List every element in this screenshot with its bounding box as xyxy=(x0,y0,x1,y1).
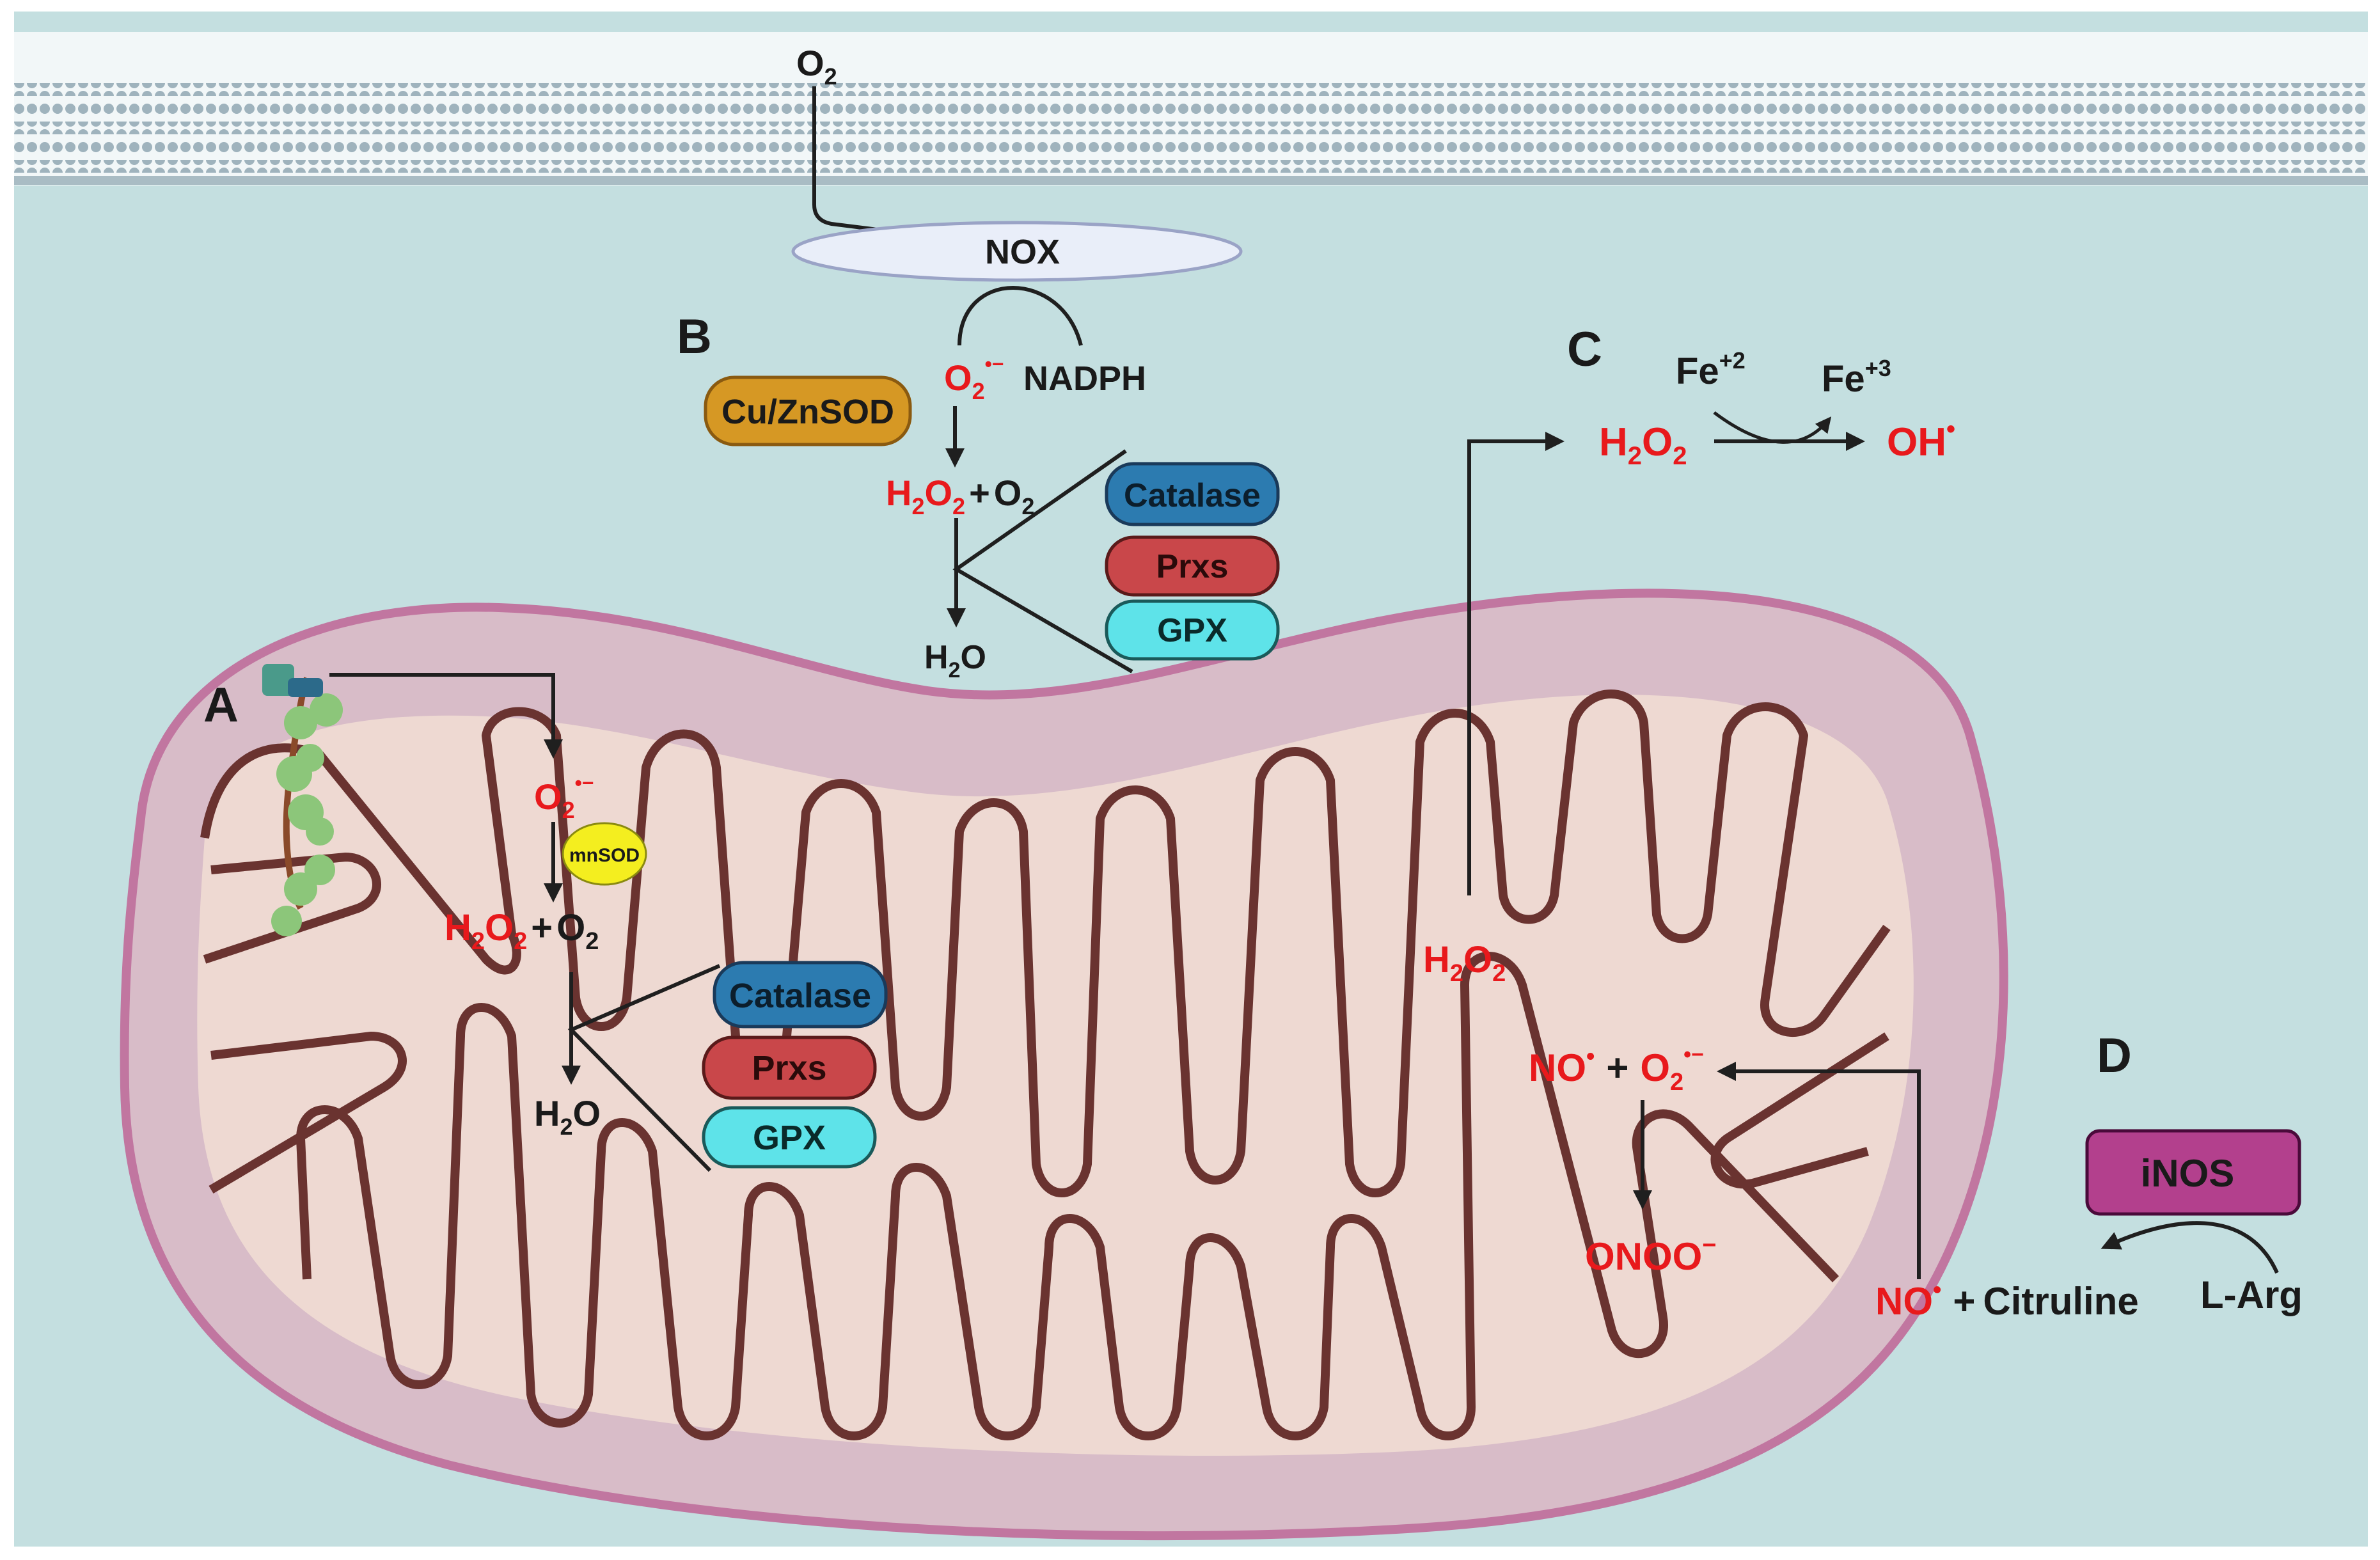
mitochondrion-cristae xyxy=(200,689,1891,1440)
c-fe3: Fe+3 xyxy=(1822,355,1891,400)
a-etc-to-superoxide-arrow xyxy=(329,673,563,759)
d-no-citruline: NO•+Citruline xyxy=(1875,1277,2139,1323)
b-prxs-label: Prxs xyxy=(1156,548,1229,585)
panel-b-label: B xyxy=(677,310,712,364)
panel-a-label: A xyxy=(203,678,239,732)
d-larg: L-Arg xyxy=(2200,1273,2303,1316)
panel-d-label: D xyxy=(2097,1028,2132,1083)
a-gpx-badge xyxy=(702,1106,877,1169)
b-gpx-badge xyxy=(1105,599,1280,661)
membrane-o2-label: O2 xyxy=(796,43,837,90)
d-no-superoxide: NO•+O2•− xyxy=(1529,1043,1704,1096)
b-water: H2O xyxy=(924,639,986,682)
d-peroxynitrite: ONOO− xyxy=(1585,1232,1717,1278)
mitochondrion-matrix xyxy=(197,695,1914,1456)
nox-label: NOX xyxy=(985,233,1060,271)
a-h2o2-o2: H2O2+O2 xyxy=(445,907,599,955)
cuznsod-label: Cu/ZnSOD xyxy=(721,393,894,431)
b-prxs-badge xyxy=(1105,535,1280,597)
d-inos-curve-arrow xyxy=(2100,1221,2279,1274)
mitochondrion xyxy=(120,588,2008,1541)
a-catalase-label: Catalase xyxy=(729,977,871,1015)
nadph-label: NADPH xyxy=(1023,359,1146,398)
a-enzyme-branch-lines xyxy=(567,964,721,1172)
c-h2o2-export-arrow xyxy=(1467,432,1564,895)
mnsod-label: mnSOD xyxy=(569,845,640,866)
c-cyto-h2o2: H2O2 xyxy=(1599,420,1687,470)
nox-nadph-arc xyxy=(958,286,1083,346)
a-superoxide: O2•− xyxy=(534,771,594,823)
inos-label: iNOS xyxy=(2141,1152,2235,1195)
d-no-to-mito-arrow xyxy=(1717,1062,1921,1279)
a-catalase-badge xyxy=(713,961,888,1028)
c-mito-h2o2: H2O2 xyxy=(1423,939,1506,987)
inos-badge xyxy=(2085,1129,2301,1216)
b-catalase-label: Catalase xyxy=(1124,477,1261,514)
a-water: H2O xyxy=(534,1093,601,1140)
c-fe-curve-arrow xyxy=(1713,411,1832,444)
b-h2o2-o2: H2O2+O2 xyxy=(886,473,1034,519)
c-hydroxyl: OH• xyxy=(1887,415,1955,464)
b-catalase-badge xyxy=(1105,462,1280,526)
electron-transport-complex xyxy=(262,664,343,936)
nox-enzyme xyxy=(791,221,1243,282)
mnsod-badge xyxy=(562,822,647,886)
b-gpx-label: GPX xyxy=(1157,612,1227,649)
a-gpx-label: GPX xyxy=(753,1119,826,1157)
o2-to-nox-line xyxy=(812,86,883,232)
b-enzyme-branch-lines xyxy=(952,449,1133,674)
c-fe2: Fe+2 xyxy=(1676,347,1746,392)
b-superoxide: O2•− xyxy=(944,352,1004,404)
a-prxs-label: Prxs xyxy=(752,1049,826,1087)
cuznsod-badge xyxy=(704,375,912,446)
panel-c-label: C xyxy=(1567,322,1602,377)
a-prxs-badge xyxy=(702,1036,877,1100)
plasma-membrane xyxy=(14,32,2368,185)
